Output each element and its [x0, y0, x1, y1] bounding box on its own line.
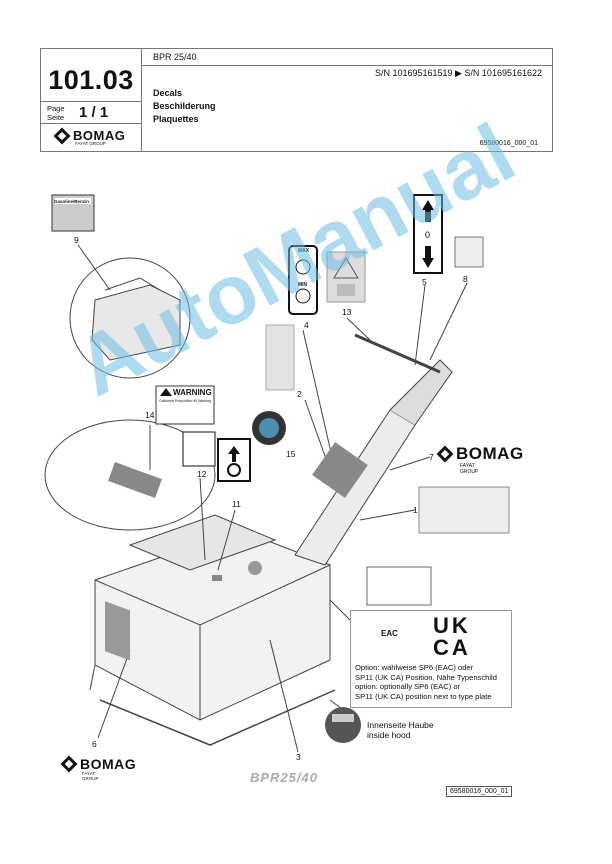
uk-label: UK: [433, 613, 471, 638]
inside-hood-seal: [325, 707, 361, 743]
decal-strip: [108, 462, 162, 498]
brand-sub: FAYAT GROUP: [82, 771, 99, 781]
inside-hood-note: Innenseite Haube inside hood: [367, 720, 434, 740]
inside-hood-de: Innenseite Haube: [367, 720, 434, 730]
inside-hood-en: inside hood: [367, 730, 411, 740]
doc-number: 69580016_000_01: [479, 140, 538, 147]
bomag-diamond-icon: [53, 127, 71, 145]
callout-12: 12: [197, 469, 207, 479]
small-decal-8: [454, 236, 484, 268]
machine-model-decal: BPR25/40: [250, 770, 318, 785]
model-name: BPR 25/40: [153, 52, 197, 62]
divider: [141, 49, 142, 151]
footer-doc-number: 69580016_000_01: [446, 786, 513, 797]
ukca-option-box: EAC UK CA Option: wahlweise SP6 (EAC) od…: [350, 610, 512, 708]
eac-label: EAC: [381, 629, 398, 638]
page-label-en: Page: [47, 104, 65, 113]
machine-top: [128, 514, 277, 571]
machine-handle: [294, 409, 416, 566]
callout-11: 11: [232, 499, 241, 509]
callout-8: 8: [463, 274, 468, 284]
option-line-4: SP11 (UK CA) position next to type plate: [355, 691, 492, 701]
warning-sub: California Proposition 65 Warning: [159, 399, 212, 403]
callout-15: 15: [286, 449, 296, 459]
bomag-decal-7: BOMAG FAYAT GROUP: [436, 444, 523, 475]
title-block: Decals Beschilderung Plaquettes: [153, 87, 216, 126]
page-code: 101.03: [48, 65, 134, 95]
callout-5: 5: [422, 277, 427, 287]
brand-sub: FAYAT GROUP: [460, 463, 479, 475]
callout-2: 2: [297, 389, 302, 399]
page-number: 1 / 1: [79, 104, 109, 121]
info-decal-1: [418, 486, 510, 534]
bomag-diamond-icon: [436, 445, 454, 463]
callout-3: 3: [296, 752, 301, 762]
header-table: 101.03 Page Seite 1 / 1 BOMAG FAYAT GROU…: [40, 48, 553, 152]
option-line-3: option: optionally SP6 (EAC) or: [355, 682, 461, 692]
option-line-1: Option: wahlweise SP6 (EAC) oder: [355, 663, 474, 672]
option-line-2: SP11 (UK CA) Position, Nähe Typenschild: [355, 672, 497, 682]
divider: [141, 65, 552, 66]
callout-1: 1: [413, 505, 418, 515]
serial-range: S/N 101695161519 ▶ S/N 101695161622: [374, 68, 542, 78]
warning-title: WARNING: [173, 388, 212, 397]
min-label: MIN: [298, 282, 308, 288]
callout-13: 13: [342, 307, 352, 317]
decal-strip: [312, 442, 368, 498]
bomag-decal-6: BOMAG FAYAT GROUP: [60, 754, 136, 781]
callout-4: 4: [304, 320, 309, 330]
callout-14: 14: [145, 410, 155, 420]
max-label: MAX: [298, 248, 310, 254]
engine-detail-circle: [69, 257, 191, 379]
divider: [41, 101, 141, 102]
detail-ellipse: [44, 419, 216, 531]
bomag-diamond-icon: [60, 755, 78, 773]
callout-7: 7: [429, 452, 434, 462]
callout-9: 9: [74, 235, 79, 245]
divider: [41, 123, 141, 124]
ca-label: CA: [433, 635, 471, 660]
gasoline-label: Gasoline/Benzin: [54, 199, 90, 204]
option-note: Option: wahlweise SP6 (EAC) oder SP11 (U…: [355, 663, 511, 701]
brand-name: BOMAG: [456, 444, 524, 463]
type-plate: [366, 566, 432, 606]
callout-6: 6: [92, 739, 97, 749]
title-en: Decals: [153, 88, 183, 98]
decal-strip: [105, 601, 130, 661]
title-de: Beschilderung: [153, 101, 216, 111]
brand-name: BOMAG: [80, 756, 137, 772]
engine-body: [91, 284, 181, 361]
title-fr: Plaquettes: [153, 114, 199, 124]
brand-name: BOMAG: [73, 128, 126, 143]
bomag-logo: BOMAG FAYAT GROUP: [53, 127, 133, 152]
neutral-label: 0: [425, 230, 431, 240]
page-label-de: Seite: [47, 113, 65, 122]
decal-strip-2: [265, 324, 295, 391]
brand-sub: FAYAT GROUP: [75, 141, 106, 146]
lifting-decal: [182, 431, 216, 467]
